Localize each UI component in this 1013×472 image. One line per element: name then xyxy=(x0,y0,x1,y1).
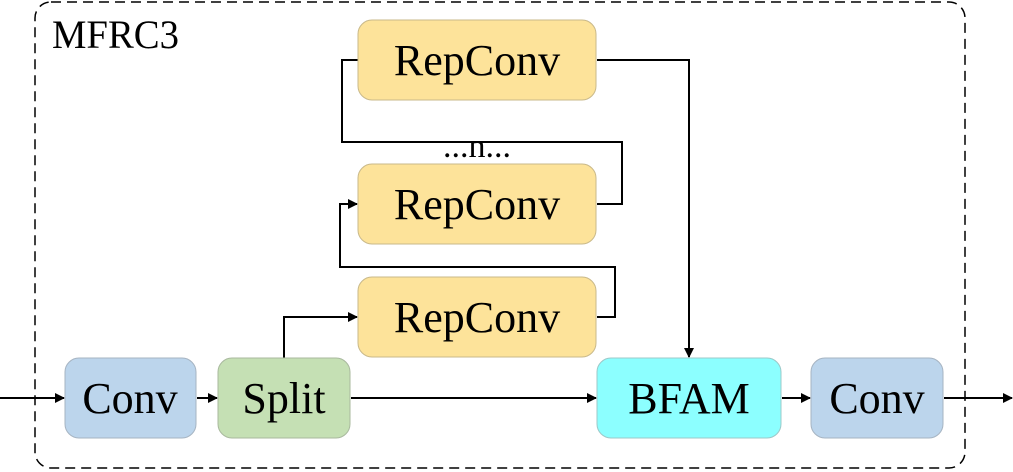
edge-repconvn-bfam xyxy=(597,59,694,358)
conv-out-label: Conv xyxy=(829,374,924,423)
repconv-n-label: RepConv xyxy=(394,36,560,85)
repconv-1-box xyxy=(357,276,597,358)
block-conv-out: Conv xyxy=(810,357,944,439)
repconv-1-label: RepConv xyxy=(394,293,560,342)
connectors xyxy=(0,59,1013,403)
conv-in-label: Conv xyxy=(82,374,177,423)
block-bfam: BFAM xyxy=(596,357,782,439)
bfam-box xyxy=(596,357,782,439)
block-conv-in: Conv xyxy=(64,357,197,439)
bfam-label: BFAM xyxy=(628,374,749,423)
repeat-label: ...n... xyxy=(443,128,511,165)
repconv-2-box xyxy=(357,163,597,245)
conv-in-box xyxy=(64,357,197,439)
module-container xyxy=(34,1,966,469)
edge-split-repconv1 xyxy=(283,312,358,358)
block-repconv-n: RepConv xyxy=(357,19,597,101)
edge-repconv2-repconvn xyxy=(341,59,623,205)
repconv-n-box xyxy=(357,19,597,101)
split-label: Split xyxy=(242,374,325,423)
split-box xyxy=(217,357,351,439)
block-repconv-1: RepConv xyxy=(357,276,597,358)
block-split: Split xyxy=(217,357,351,439)
repconv-2-label: RepConv xyxy=(394,180,560,229)
edge-repconv1-repconv2 xyxy=(339,199,616,318)
block-repconv-2: RepConv xyxy=(357,163,597,245)
module-title: MFRC3 xyxy=(52,12,179,57)
conv-out-box xyxy=(810,357,944,439)
